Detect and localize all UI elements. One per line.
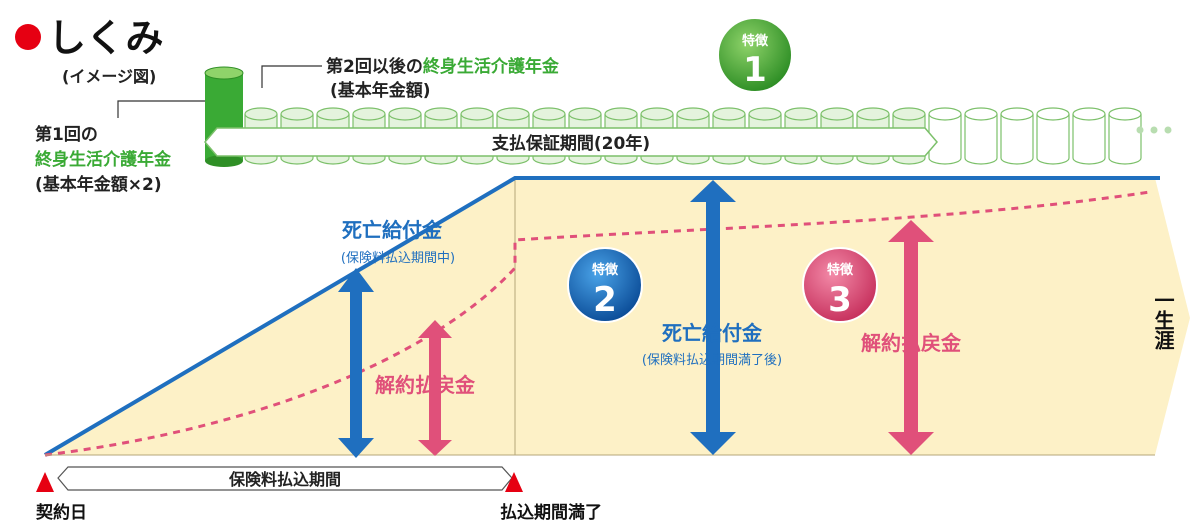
later-payment-leader [261,65,322,88]
svg-text:第2回以後の終身生活介護年金: 第2回以後の終身生活介護年金 [326,56,560,77]
death-benefit-during-sub: (保険料払込期間中) [341,251,455,266]
premium-period-label: 保険料払込期間 [228,470,341,489]
feature-2-label: 特徴 [592,262,619,278]
feature-3-badge: 特徴 3 [802,247,878,323]
feature-1-label: 特徴 [742,33,769,49]
feature-3-label: 特徴 [827,262,854,278]
feature-3-number: 3 [828,280,852,320]
death-benefit-after-sub: (保険料払込期間満了後) [642,353,782,368]
surrender-after-arrow [888,220,934,455]
red-dot-icon [15,24,41,50]
feature-1-number: 1 [743,50,767,90]
end-marker-icon [505,472,523,492]
continuation-dots [1136,126,1172,134]
feature-1-badge: 特徴 1 [717,17,793,93]
first-payment-line2: 終身生活介護年金 [35,149,172,170]
later-payments-highlight: 終身生活介護年金 [423,56,560,77]
later-payments-line2: (基本年金額) [330,80,431,101]
lifetime-annuity-cylinder [1072,107,1106,165]
lifetime-annuity-cylinder [1000,107,1034,165]
guarantee-period-label: 支払保証期間(20年) [492,133,650,154]
timeline-start-label: 契約日 [35,502,87,523]
death-benefit-during-arrow [338,268,374,458]
first-payment-line3: (基本年金額×2) [35,174,162,195]
later-payments-prefix: 第2回以後の [326,56,423,77]
guarantee-period-banner: 支払保証期間(20年) [204,127,938,157]
feature-2-badge: 特徴 2 [567,247,643,323]
death-benefit-after-arrow [690,180,736,455]
lifetime-annuity-cylinder [964,107,998,165]
surrender-during-arrow [418,320,452,456]
timeline-end-label: 払込期間満了 [500,502,602,523]
death-benefit-after-title: 死亡給付金 [662,321,763,345]
lifetime-annuity-cylinder [1036,107,1070,165]
page-subtitle: (イメージ図) [62,67,156,86]
surrender-during-title: 解約払戻金 [375,373,476,397]
lifetime-annuity-cylinder [1108,107,1142,165]
first-payment-line1: 第1回の [35,124,98,145]
death-benefit-line [43,176,1160,457]
first-payment-leader [117,100,205,118]
premium-period-bracket: 保険料払込期間 [57,466,513,491]
lifetime-annuity-cylinder [928,107,962,165]
death-benefit-during-title: 死亡給付金 [342,218,443,242]
page-title: しくみ [48,16,164,60]
surrender-after-title: 解約払戻金 [861,331,962,355]
lifetime-label: 一生涯 [1151,290,1175,351]
feature-2-number: 2 [593,280,617,320]
start-marker-icon [36,472,54,492]
